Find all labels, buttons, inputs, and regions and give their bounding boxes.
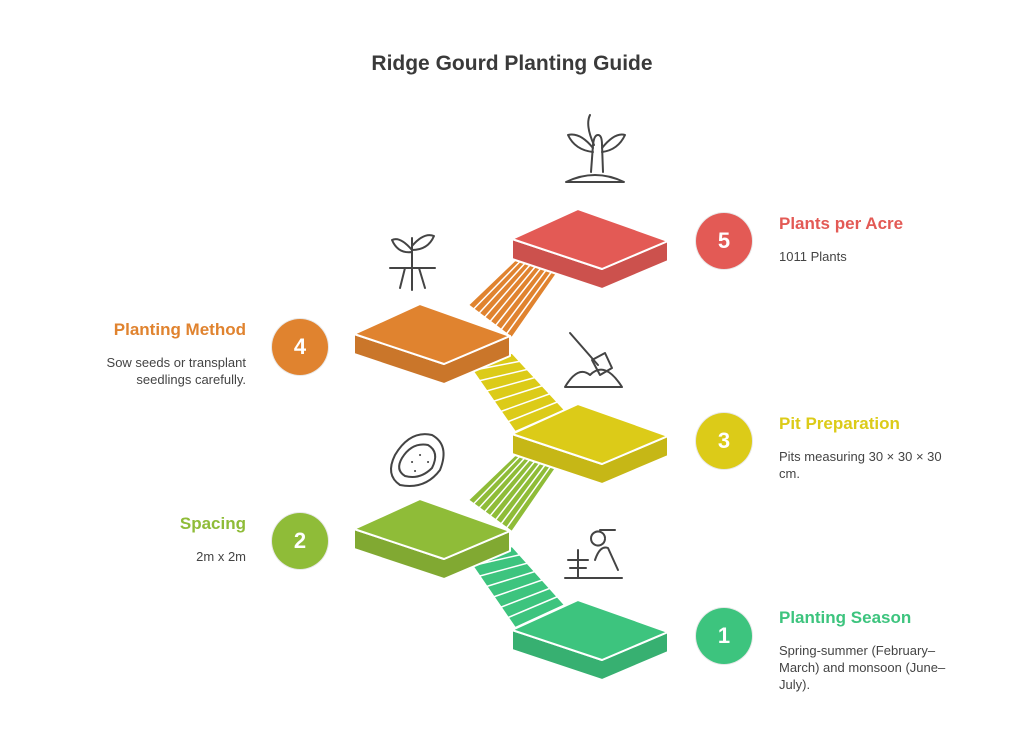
- farmer-planting-icon: [564, 529, 623, 579]
- step-5-description: 1011 Plants: [779, 249, 847, 264]
- stair-3-4-step: [500, 393, 551, 413]
- step-2-text: Spacing 2m x 2m: [66, 514, 246, 565]
- step-3-description: Pits measuring 30 × 30 × 30 cm.: [779, 449, 942, 481]
- step-2-description: 2m x 2m: [196, 549, 246, 564]
- stair-4-5-step: [483, 260, 535, 318]
- seed-pod-icon-path: [398, 443, 437, 478]
- step-1-title: Planting Season: [779, 608, 912, 627]
- stair-1-2-step: [486, 570, 536, 588]
- shovel-soil-icon-path: [569, 332, 599, 366]
- platform-3-top: [511, 403, 669, 465]
- stair-4-5-step: [472, 259, 522, 310]
- shovel-soil-icon-path: [564, 368, 623, 388]
- seedling-roots-icon-path: [411, 234, 435, 251]
- platform-1: [511, 599, 669, 681]
- shovel-soil-icon: [564, 332, 623, 388]
- step-3-badge: 3: [696, 413, 752, 469]
- grown-plant-icon-path: [565, 174, 625, 183]
- platform-1-top: [511, 599, 669, 661]
- seedling-roots-icon-path: [418, 267, 426, 289]
- grown-plant-icon-path: [590, 134, 604, 173]
- step-4-description: Sow seeds or transplant seedlings carefu…: [106, 355, 246, 387]
- platform-5-top: [511, 208, 669, 270]
- grown-plant-icon-path: [567, 133, 594, 153]
- farmer-planting-icon-path: [594, 546, 619, 571]
- stair-3-4-step: [486, 376, 536, 392]
- stair-2-3-step: [472, 454, 522, 505]
- seedling-roots-icon-path: [391, 238, 413, 254]
- stair-3-4-step: [479, 368, 528, 382]
- step-2-badge: 2: [272, 513, 328, 569]
- step-5-text: Plants per Acre 1011 Plants: [779, 214, 959, 265]
- stair-4-5-step: [494, 260, 547, 327]
- stair-3-4-step: [493, 384, 543, 402]
- step-3-title: Pit Preparation: [779, 414, 900, 433]
- step-4-title: Planting Method: [113, 320, 246, 339]
- platform-4-top: [353, 303, 511, 365]
- grown-plant-icon-path: [587, 114, 595, 146]
- grown-plant-icon-path: [601, 133, 626, 153]
- grown-plant-icon: [565, 114, 626, 183]
- step-5-title: Plants per Acre: [779, 214, 904, 233]
- stair-2-3-step: [489, 454, 541, 517]
- stair-1-2-step: [507, 595, 558, 619]
- stair-2-3-step: [494, 454, 547, 521]
- stair-2-3-step: [483, 454, 535, 513]
- seedling-roots-icon-path: [399, 267, 406, 289]
- step-4-text: Planting Method Sow seeds or transplant …: [66, 320, 246, 388]
- stair-4-5-step: [505, 261, 560, 335]
- step-3-text: Pit Preparation Pits measuring 30 × 30 ×…: [779, 414, 954, 482]
- platform-5: [511, 208, 669, 290]
- seedling-roots-icon: [389, 234, 436, 291]
- step-1-badge: 1: [696, 608, 752, 664]
- stair-2-3-step: [478, 454, 529, 509]
- stair-1-2-step: [493, 579, 543, 598]
- farmer-planting-icon-path: [590, 530, 606, 547]
- stair-2-3-step: [500, 454, 554, 525]
- step-4-badge: 4: [272, 319, 328, 375]
- stair-4-5-step: [500, 261, 554, 331]
- step-5-badge: 5: [696, 213, 752, 269]
- diagram-title: Ridge Gourd Planting Guide: [371, 52, 653, 75]
- step-1-description: Spring-summer (February–March) and monso…: [779, 643, 946, 692]
- platform-3: [511, 403, 669, 485]
- stair-4-5-step: [489, 260, 541, 322]
- platform-2: [353, 498, 511, 580]
- step-1-text: Planting Season Spring-summer (February–…: [779, 608, 949, 693]
- seed-pod-icon-path: [390, 433, 445, 487]
- stair-1-2-step: [500, 587, 551, 608]
- platform-2-top: [353, 498, 511, 560]
- stair-3-4-step: [507, 401, 558, 423]
- step-2-title: Spacing: [179, 514, 246, 533]
- platform-4: [353, 303, 511, 385]
- seed-pod-icon: [390, 433, 445, 487]
- stair-2-3: [466, 454, 567, 534]
- stair-4-5-step: [478, 259, 529, 314]
- stair-1-2-step: [479, 562, 528, 577]
